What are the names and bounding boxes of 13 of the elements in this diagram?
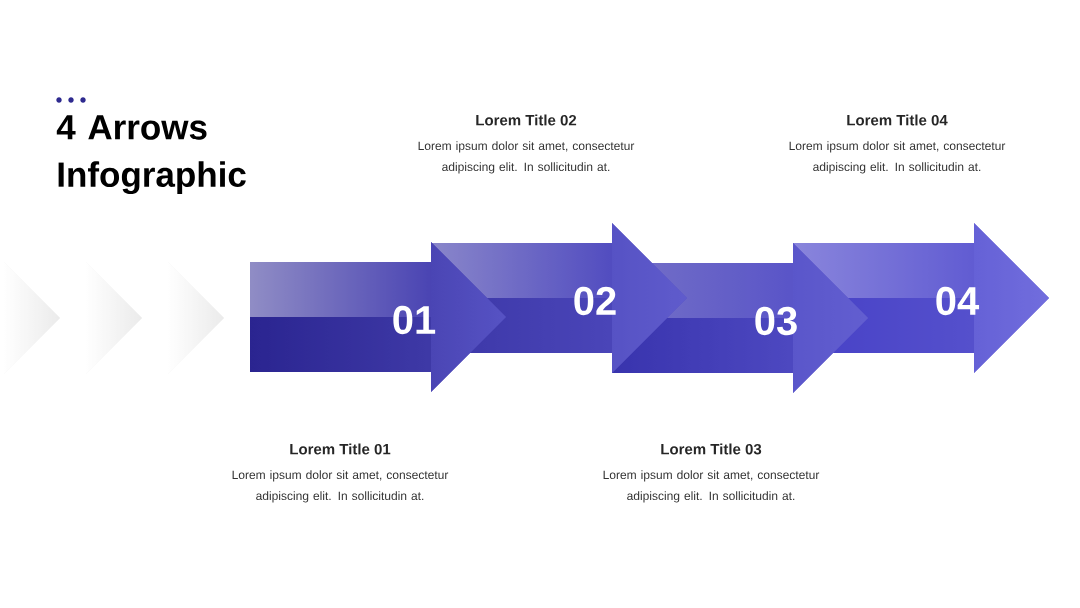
- step-number: 02: [574, 286, 616, 316]
- step-title: Lorem Title 02: [476, 114, 577, 126]
- step-title: Lorem Title 03: [661, 443, 762, 455]
- step-title: Lorem Title 04: [847, 114, 948, 126]
- step-description: Lorem ipsum dolor sit amet, consectetur adipiscing elit. In sollicitudin at.: [789, 141, 1006, 174]
- step-number: 01: [393, 305, 436, 335]
- step-title: Lorem Title 01: [290, 443, 391, 455]
- step-number: 03: [755, 306, 797, 336]
- step-description: Lorem ipsum dolor sit amet, consectetur adipiscing elit. In sollicitudin at.: [232, 470, 449, 503]
- step-number: 04: [936, 286, 980, 316]
- step-description: Lorem ipsum dolor sit amet, consectetur adipiscing elit. In sollicitudin at.: [418, 141, 635, 174]
- step-description: Lorem ipsum dolor sit amet, consectetur adipiscing elit. In sollicitudin at.: [603, 470, 820, 503]
- title: 4 Arrows Infographic: [56, 115, 246, 195]
